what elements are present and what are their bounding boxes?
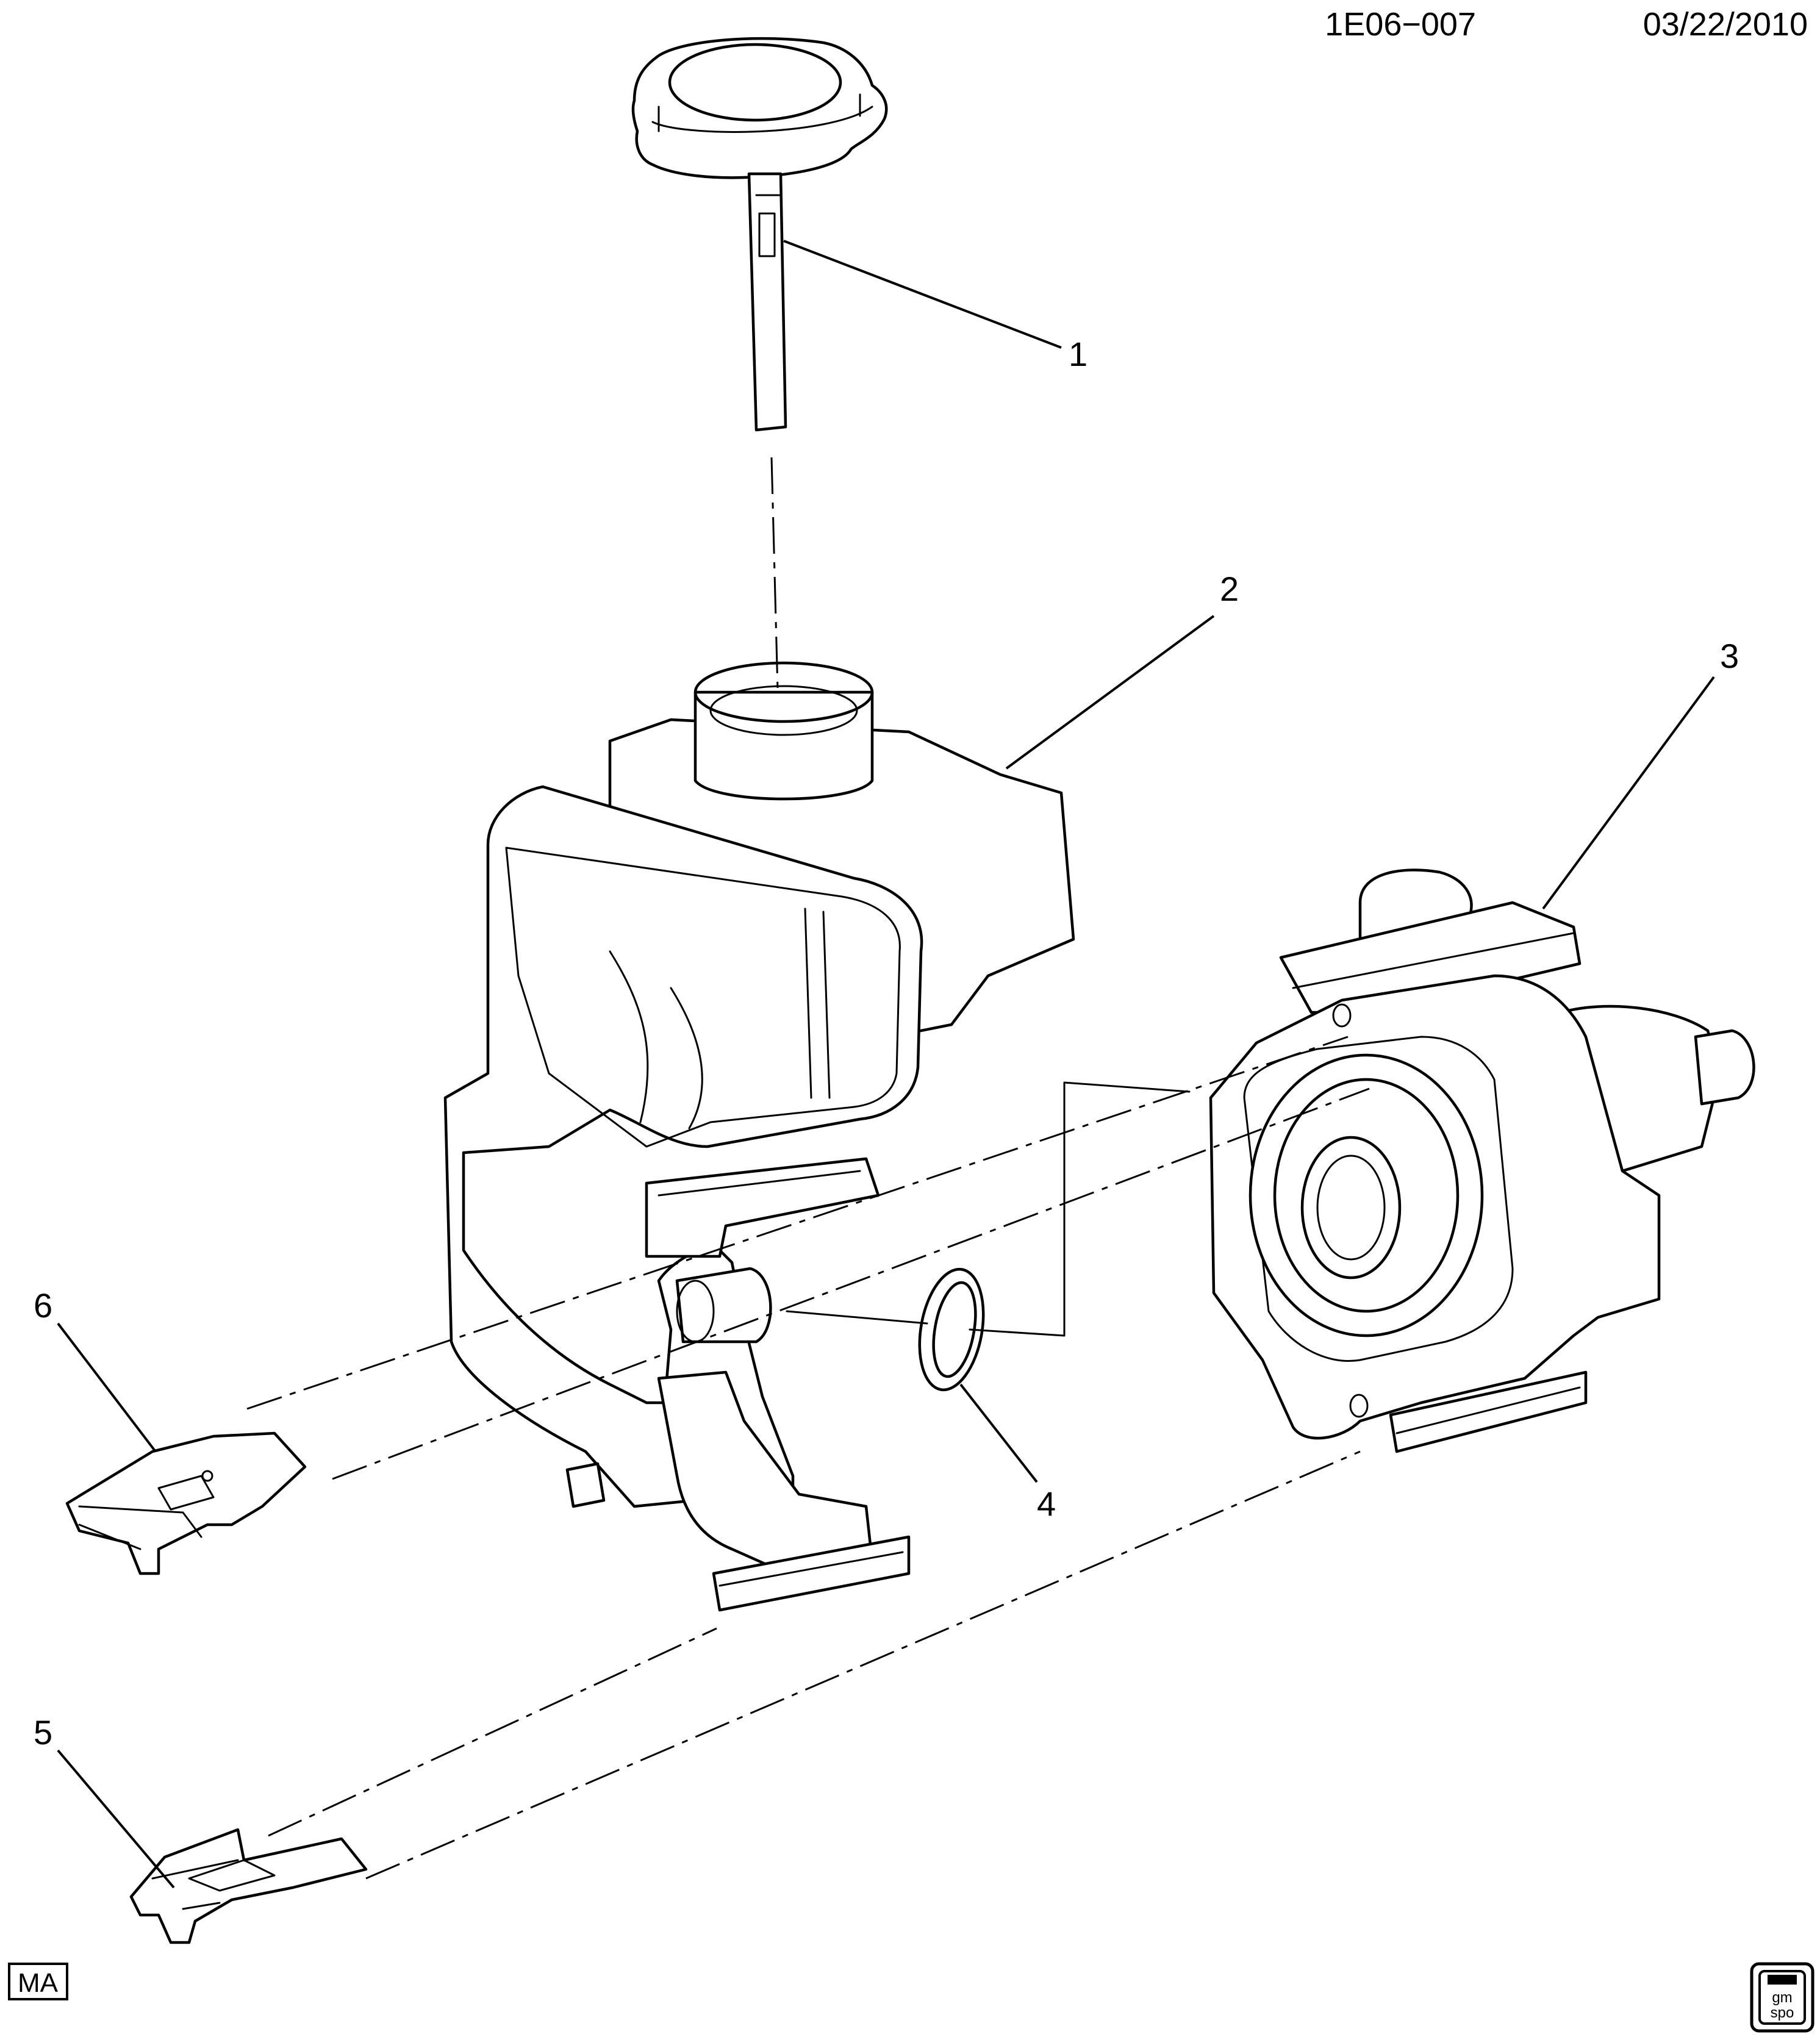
drawing-date: 03/22/2010 (1643, 6, 1808, 43)
callout-6: 6 (34, 1286, 52, 1325)
clip-icon (65, 1431, 307, 1575)
callout-3: 3 (1720, 637, 1739, 675)
fluid-reservoir-icon (443, 661, 1075, 1612)
ma-code-box: MA (8, 1963, 68, 2000)
corner-code: MA (18, 1968, 59, 1998)
dipstick-cap-icon (631, 37, 888, 432)
callout-5: 5 (34, 1713, 52, 1752)
gm-spo-logo: gm spo (1750, 1962, 1815, 2033)
callout-2: 2 (1220, 570, 1239, 608)
drawing-id: 1E06−007 (1325, 6, 1476, 43)
svg-text:gm: gm (1772, 1989, 1792, 2006)
svg-text:spo: spo (1771, 2005, 1794, 2021)
clip-icon (129, 1828, 368, 1944)
o-ring-seal-icon (918, 1267, 985, 1392)
callout-1: 1 (1069, 335, 1087, 373)
callout-4: 4 (1037, 1484, 1056, 1523)
pump-icon (1209, 868, 1755, 1453)
